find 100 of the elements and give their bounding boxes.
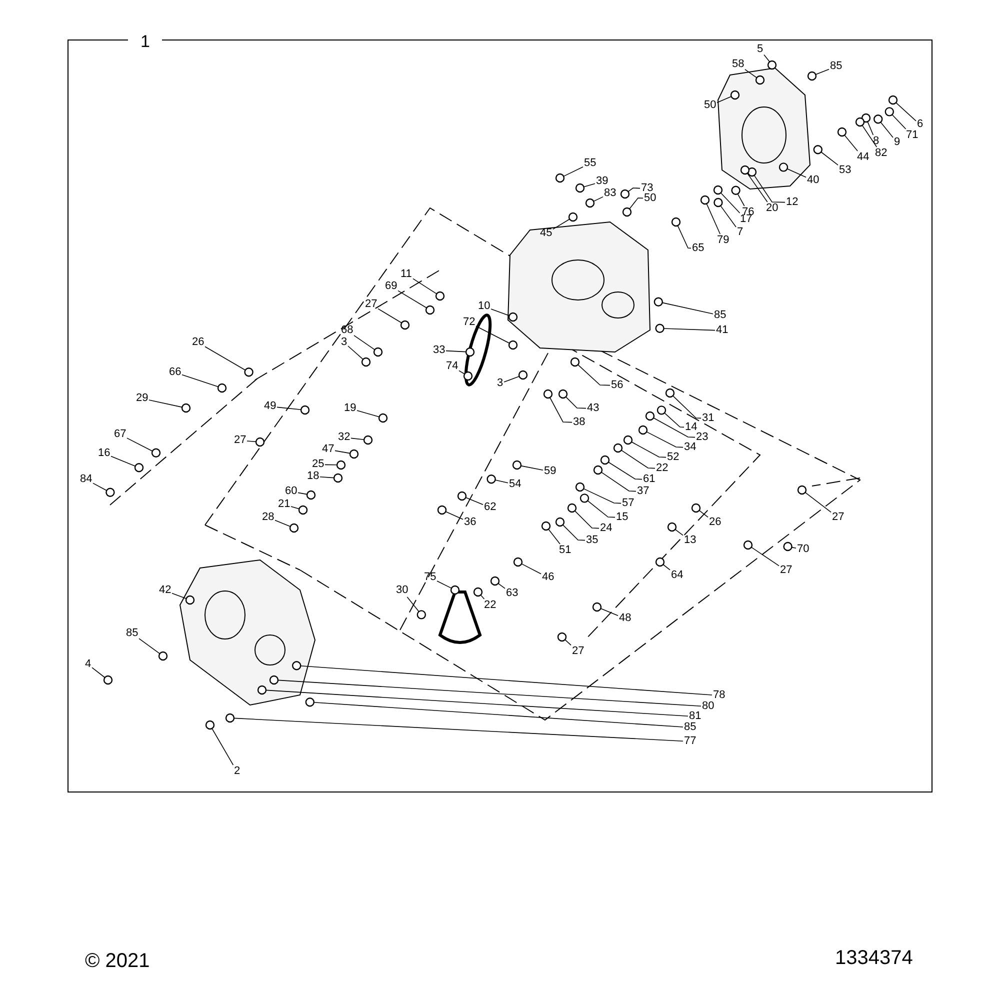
- part-symbol: [580, 494, 590, 503]
- part-symbol: [486, 474, 496, 484]
- leader-line: [764, 54, 770, 62]
- callout-number: 62: [484, 502, 496, 512]
- part-symbol: [181, 403, 191, 413]
- leader-line: [892, 114, 906, 130]
- part-symbol: [713, 185, 723, 195]
- leader-line: [820, 152, 838, 166]
- part-symbol: [513, 557, 523, 567]
- callout-number: 31: [702, 412, 714, 424]
- callout-number: 71: [906, 130, 918, 140]
- callout-number: 26: [709, 516, 722, 528]
- leader-line: [662, 302, 714, 314]
- callout-number: 80: [702, 700, 714, 712]
- part-symbol: [465, 347, 475, 357]
- part-symbol: [512, 460, 522, 470]
- callout-number: 55: [584, 158, 596, 168]
- leader-line: [498, 583, 506, 589]
- part-symbol: [884, 107, 894, 116]
- part-symbol: [518, 370, 528, 380]
- leader-line: [436, 580, 452, 589]
- callout-number: 27: [234, 434, 246, 446]
- part-symbol: [620, 189, 630, 199]
- copyright-note: © 2021: [85, 950, 150, 972]
- callout-number: 51: [559, 544, 572, 556]
- part-symbol: [888, 95, 898, 105]
- leader-line: [172, 592, 187, 599]
- part-symbol: [158, 651, 168, 661]
- leader-line: [234, 718, 684, 742]
- part-symbol: [731, 186, 740, 195]
- callout-number: 75: [424, 572, 436, 582]
- leader-line: [600, 608, 618, 616]
- part-symbol: [655, 324, 664, 333]
- leader-line: [300, 666, 712, 696]
- callout-number: 83: [604, 188, 616, 198]
- leader-line: [412, 278, 437, 294]
- leader-line: [476, 326, 510, 344]
- callout-number: 85: [830, 60, 842, 72]
- part-symbol: [874, 114, 883, 124]
- callout-number: 2: [234, 766, 240, 776]
- callout-number: 58: [732, 58, 744, 70]
- part-symbol: [557, 632, 567, 642]
- leader-line: [148, 400, 182, 408]
- part-symbol: [244, 368, 254, 377]
- leader-line: [138, 638, 160, 654]
- leader-line: [706, 203, 720, 234]
- callout-number: 61: [643, 474, 656, 484]
- leader-line: [867, 121, 874, 136]
- leader-line: [274, 520, 291, 527]
- callout-number: 13: [684, 534, 696, 546]
- part-symbol: [714, 198, 723, 208]
- leader-line: [663, 328, 716, 331]
- callout-number: 8: [873, 136, 880, 146]
- leader-line: [672, 395, 702, 419]
- part-symbol: [349, 449, 359, 459]
- callout-number: 74: [446, 360, 458, 372]
- callout-number: 29: [136, 392, 148, 404]
- callout-number: 47: [322, 444, 334, 454]
- leader-line: [786, 168, 806, 178]
- part-symbol: [269, 675, 279, 685]
- callout-number: 72: [463, 316, 476, 328]
- part-symbol: [300, 405, 310, 415]
- part-symbol: [305, 698, 314, 707]
- callout-number: 40: [807, 174, 820, 186]
- callout-number: 85: [684, 722, 696, 732]
- leader-line: [815, 68, 830, 75]
- callout-number: 25: [312, 458, 324, 470]
- leader-line: [182, 374, 219, 388]
- leader-line: [504, 376, 520, 382]
- leader-line: [716, 96, 732, 103]
- leader-line: [563, 166, 584, 177]
- leader-line: [653, 418, 696, 438]
- leader-line: [334, 450, 350, 454]
- part-symbol: [416, 610, 426, 620]
- leader-line: [677, 225, 692, 249]
- callout-number: 60: [285, 486, 298, 496]
- callout-number: 50: [644, 192, 656, 204]
- callout-number: 3: [341, 336, 348, 348]
- callout-number: 27: [780, 564, 792, 576]
- part-symbol: [585, 198, 595, 208]
- leader-line: [520, 465, 544, 470]
- leader-line: [494, 480, 508, 484]
- leader-line: [92, 482, 107, 491]
- part-number: 1334374: [835, 946, 913, 970]
- callout-number: 3: [497, 378, 504, 388]
- part-symbol: [257, 685, 267, 695]
- leader-line: [565, 396, 586, 409]
- part-symbol: [743, 540, 753, 550]
- part-symbol: [185, 595, 195, 605]
- part-symbol: [425, 305, 435, 315]
- leader-line: [290, 506, 300, 510]
- leader-line: [862, 124, 878, 148]
- callout-number: 69: [385, 280, 398, 292]
- callout-number: 52: [667, 452, 680, 462]
- callout-number: 63: [506, 588, 518, 598]
- leader-line: [737, 194, 745, 206]
- leader-line: [324, 464, 338, 466]
- callout-number: 4: [85, 658, 92, 670]
- callout-number: 78: [713, 690, 726, 700]
- callout-number: 24: [600, 522, 612, 534]
